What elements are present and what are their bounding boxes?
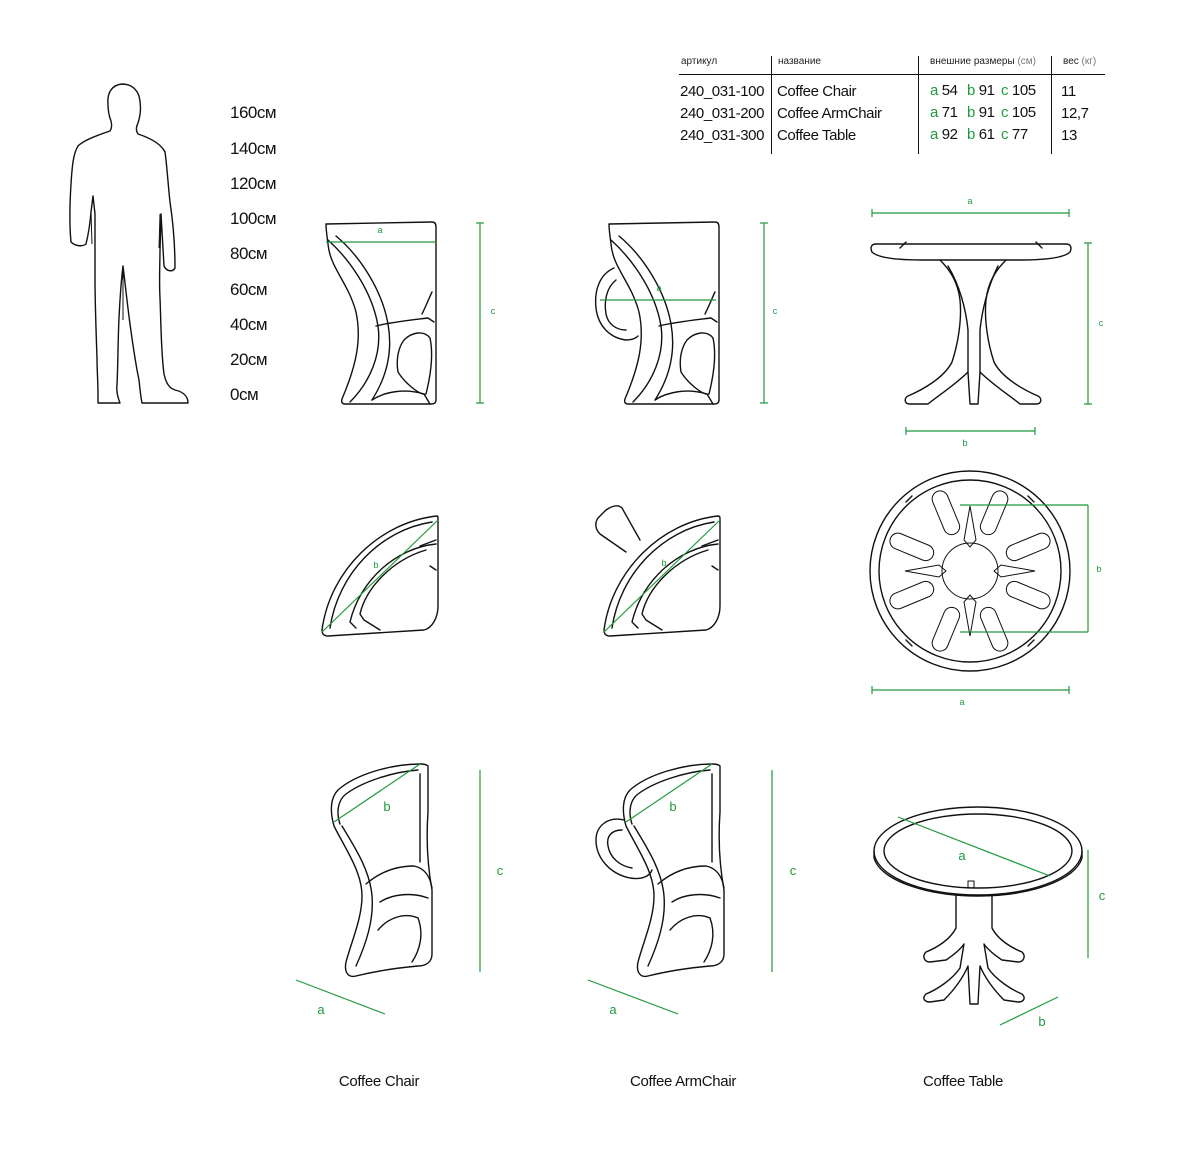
dim-label-c: c	[1099, 888, 1106, 903]
row3-dims: a 92	[930, 126, 958, 143]
scale-label-40: 40см	[230, 315, 268, 334]
dimension-lines: a c a c a b c b b b a	[295, 196, 1106, 1029]
dim-label-a: a	[317, 1002, 325, 1017]
scale-label-20: 20см	[230, 350, 268, 369]
row2-weight: 12,7	[1061, 105, 1089, 122]
dim-label-c: c	[790, 863, 797, 878]
table-top-slot	[1005, 532, 1051, 562]
row1-dims: a 54	[930, 82, 958, 99]
column-rule	[771, 56, 772, 154]
dim-label-b: b	[661, 558, 666, 568]
row1-weight: 11	[1061, 83, 1076, 100]
dim-label-c: c	[491, 306, 496, 316]
armchair-side-view	[594, 221, 720, 405]
dim-label-a: a	[377, 225, 382, 235]
row2-dims: a 71	[930, 104, 958, 121]
dim-label-b: b	[669, 799, 676, 814]
header-name: название	[778, 56, 821, 67]
dim-label-a: a	[967, 196, 972, 206]
scale-label-0: 0см	[230, 385, 259, 404]
table-top-slot	[889, 580, 935, 610]
table-top-view	[869, 470, 1071, 672]
chair-top-view	[321, 515, 439, 637]
caption-coffee-table: Coffee Table	[922, 1073, 1004, 1090]
dim-label-a: a	[958, 848, 966, 863]
scale-label-60: 60см	[230, 280, 268, 299]
row3-name: Coffee Table	[777, 127, 856, 144]
caption-coffee-armchair: Coffee ArmChair	[629, 1073, 737, 1090]
table-top-slot	[1005, 580, 1051, 610]
scale-label-80: 80см	[230, 244, 268, 263]
header-article: артикул	[681, 56, 718, 67]
row3-dim-c: c 77	[1001, 126, 1028, 143]
dim-label-b: b	[383, 799, 390, 814]
caption-coffee-chair: Coffee Chair	[338, 1073, 420, 1090]
scale-label-100: 100см	[230, 209, 277, 228]
row1-article: 240_031-100	[680, 83, 765, 100]
row3-weight: 13	[1061, 127, 1077, 144]
table-top-slot	[931, 490, 961, 536]
header-dims: внешние размеры (см)	[930, 56, 1036, 67]
table-top-slot	[979, 606, 1009, 652]
scale-label-160: 160см	[230, 103, 277, 122]
column-rule	[1051, 56, 1052, 154]
chair-side-view	[325, 221, 437, 405]
row3-article: 240_031-300	[680, 127, 765, 144]
dim-label-c: c	[1099, 318, 1104, 328]
row2-dim-b: b 91	[967, 104, 995, 121]
column-rule	[918, 56, 919, 154]
dim-label-b: b	[373, 560, 378, 570]
dim-label-a: a	[959, 697, 964, 707]
armchair-top-view	[595, 505, 721, 637]
row2-article: 240_031-200	[680, 105, 765, 122]
dim-label-c: c	[773, 306, 778, 316]
chair-iso-view	[330, 763, 433, 978]
scale-label-120: 120см	[230, 174, 277, 193]
dim-label-a: a	[609, 1002, 617, 1017]
row2-dim-c: c 105	[1001, 104, 1036, 121]
header-weight: вес (кг)	[1063, 56, 1097, 67]
dim-label-b: b	[962, 438, 967, 448]
dim-label-b: b	[1038, 1014, 1045, 1029]
dim-label-c: c	[497, 863, 504, 878]
dim-label-a: a	[656, 283, 661, 293]
table-top-slot	[931, 606, 961, 652]
dim-label-b: b	[1096, 564, 1101, 574]
row1-name: Coffee Chair	[777, 83, 857, 100]
table-iso-view	[873, 806, 1083, 1005]
scale-label-140: 140см	[230, 139, 277, 158]
row1-dim-c: c 105	[1001, 82, 1036, 99]
table-side-view	[870, 241, 1072, 405]
table-top-slot	[889, 532, 935, 562]
header-rule	[679, 74, 1105, 75]
row3-dim-b: b 61	[967, 126, 995, 143]
armchair-iso-view	[595, 763, 725, 978]
row2-name: Coffee ArmChair	[777, 105, 882, 122]
table-top-slot	[979, 490, 1009, 536]
row1-dim-b: b 91	[967, 82, 995, 99]
